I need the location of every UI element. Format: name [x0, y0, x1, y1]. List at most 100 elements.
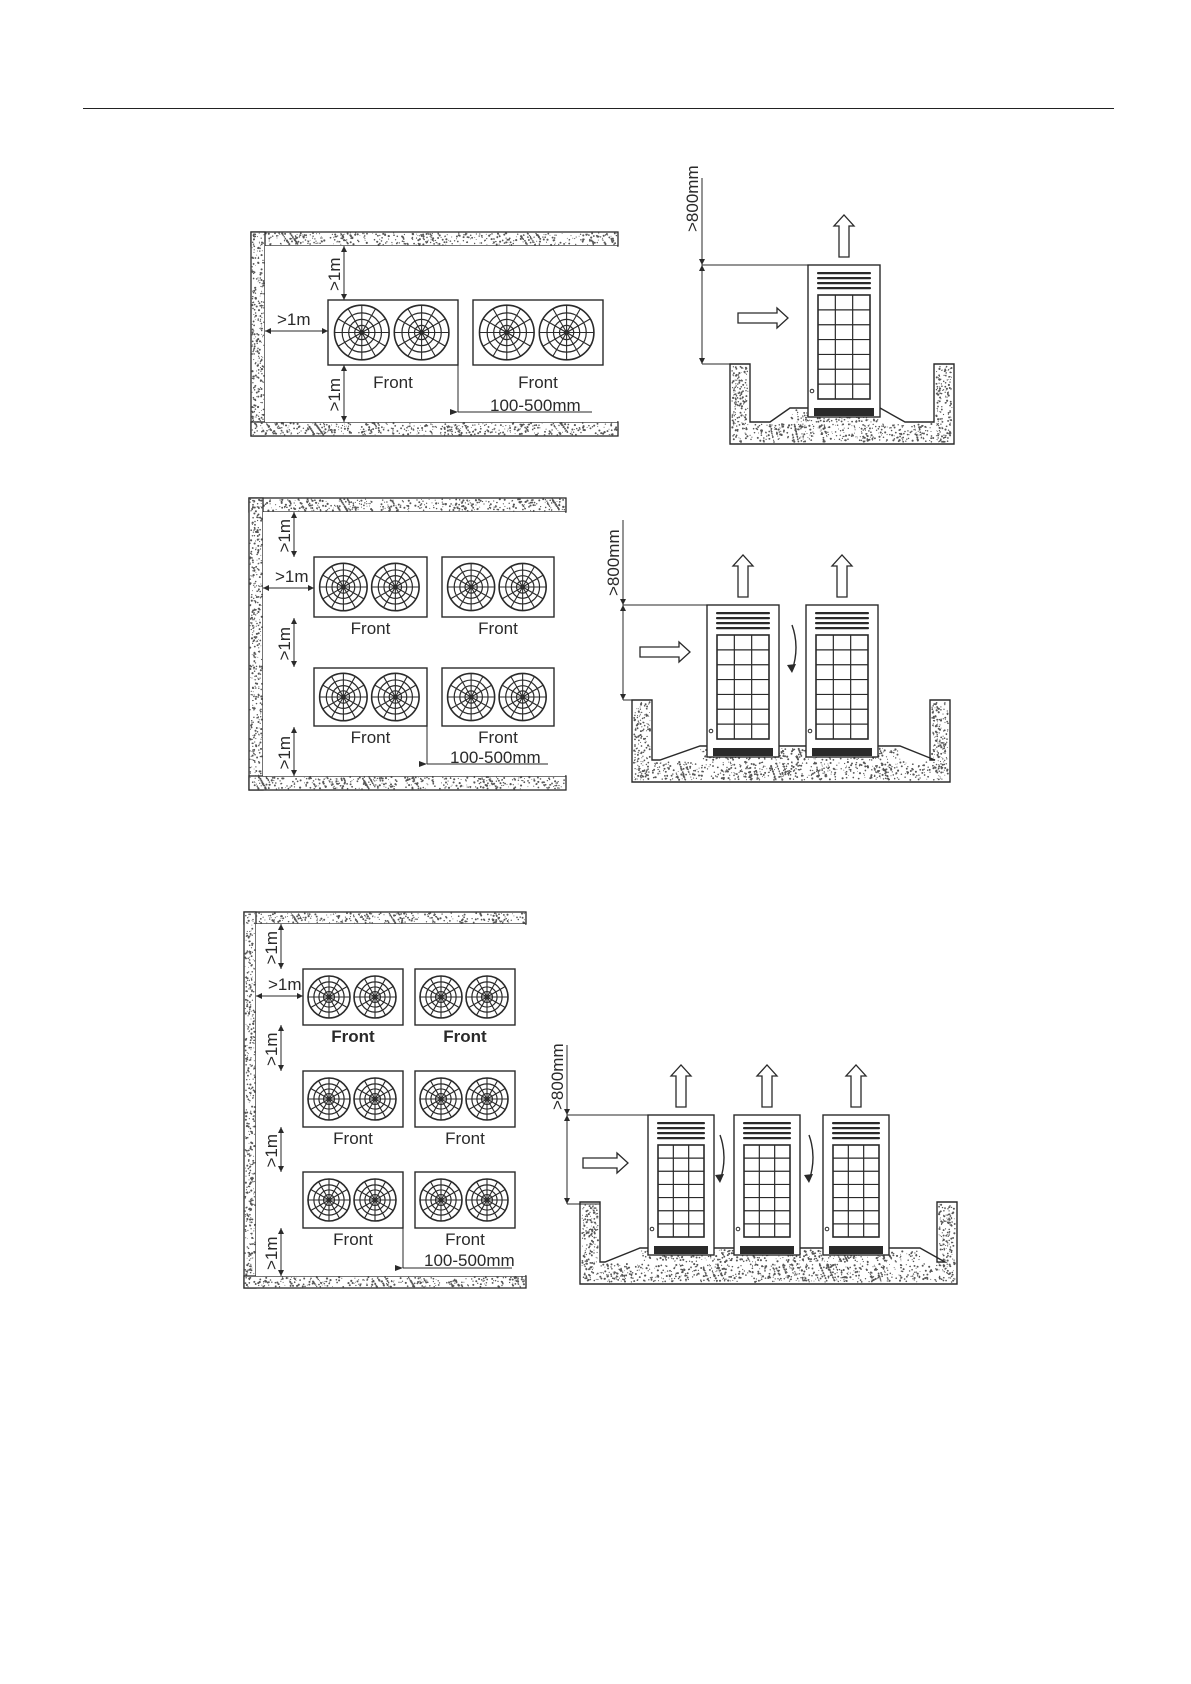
- front-label: Front: [373, 373, 413, 392]
- arrow-icon: [733, 555, 753, 597]
- wall-bottom: [251, 422, 618, 436]
- fan-grille-icon: [354, 1078, 396, 1120]
- front-label: Front: [351, 728, 391, 747]
- outdoor-unit-top: [303, 1172, 403, 1228]
- fan-grille-icon: [320, 673, 367, 720]
- outdoor-unit-top: [303, 969, 403, 1025]
- spacing-label: 100-500mm: [424, 1251, 515, 1270]
- clearance-800-label: >800mm: [604, 529, 623, 596]
- outdoor-unit-top: [415, 1071, 515, 1127]
- outdoor-unit-side: [808, 265, 880, 417]
- arrow-icon: [757, 1065, 777, 1107]
- layout-one-row: Front Front >1m >1m >1m 100-500mm: [251, 232, 618, 436]
- spacing-label: 100-500mm: [490, 396, 581, 415]
- front-label: Front: [443, 1027, 487, 1046]
- arrow-icon: [640, 642, 690, 662]
- clearance-vertical-label: >1m: [262, 1032, 281, 1066]
- fan-grille-icon: [499, 563, 546, 610]
- wall-top: [249, 498, 566, 512]
- outdoor-unit-top: [314, 557, 427, 617]
- fan-grille-icon: [466, 1179, 508, 1221]
- outdoor-unit-side: [648, 1115, 714, 1255]
- clearance-800-label: >800mm: [548, 1043, 567, 1110]
- outdoor-unit-side: [707, 605, 779, 757]
- clearance-left-label: >1m: [275, 567, 309, 586]
- wall-left: [249, 498, 263, 790]
- wall-top: [251, 232, 618, 246]
- elevation-one-unit: >800mm: [683, 165, 954, 444]
- wall-left: [244, 912, 256, 1288]
- outdoor-unit-top: [415, 1172, 515, 1228]
- front-label: Front: [333, 1129, 373, 1148]
- outdoor-unit-top: [328, 300, 458, 365]
- front-label: Front: [445, 1230, 485, 1249]
- airflow-curved-arrow: [804, 1135, 813, 1183]
- outdoor-unit-top: [303, 1071, 403, 1127]
- wall-left: [251, 232, 265, 436]
- elevation-two-units: >800mm: [604, 520, 950, 782]
- outdoor-unit-top: [473, 300, 603, 365]
- clearance-vertical-label: >1m: [262, 1236, 281, 1270]
- arrow-icon: [583, 1153, 628, 1173]
- fan-grille-icon: [420, 1179, 462, 1221]
- wall-top: [244, 912, 526, 924]
- wall-bottom: [249, 776, 566, 790]
- clearance-vertical-label: >1m: [325, 257, 344, 291]
- front-label: Front: [478, 728, 518, 747]
- arrow-icon: [671, 1065, 691, 1107]
- fan-grille-icon: [320, 563, 367, 610]
- fan-grille-icon: [354, 976, 396, 1018]
- fan-grille-icon: [335, 305, 390, 360]
- outdoor-unit-top: [442, 668, 554, 726]
- airflow-curved-arrow: [787, 625, 796, 673]
- outdoor-unit-top: [415, 969, 515, 1025]
- fan-grille-icon: [308, 1078, 350, 1120]
- front-label: Front: [445, 1129, 485, 1148]
- clearance-vertical-label: >1m: [262, 931, 281, 965]
- clearance-vertical-label: >1m: [325, 378, 344, 412]
- outdoor-unit-side: [806, 605, 878, 757]
- clearance-left-label: >1m: [277, 310, 311, 329]
- clearance-left-label: >1m: [268, 975, 302, 994]
- front-label: Front: [518, 373, 558, 392]
- front-label: Front: [478, 619, 518, 638]
- arrow-icon: [832, 555, 852, 597]
- fan-grille-icon: [539, 305, 594, 360]
- arrow-icon: [738, 308, 788, 328]
- clearance-vertical-label: >1m: [275, 519, 294, 553]
- fan-grille-icon: [466, 976, 508, 1018]
- airflow-curved-arrow: [715, 1135, 724, 1183]
- fan-grille-icon: [372, 563, 419, 610]
- fan-grille-icon: [394, 305, 449, 360]
- front-label: Front: [351, 619, 391, 638]
- clearance-vertical-label: >1m: [275, 627, 294, 661]
- fan-grille-icon: [420, 976, 462, 1018]
- spacing-label: 100-500mm: [450, 748, 541, 767]
- front-label: Front: [331, 1027, 375, 1046]
- fan-grille-icon: [420, 1078, 462, 1120]
- arrow-icon: [846, 1065, 866, 1107]
- wall-bottom: [244, 1276, 526, 1288]
- clearance-800-label: >800mm: [683, 165, 702, 232]
- elevation-three-units: >800mm: [548, 1043, 957, 1284]
- front-label: Front: [333, 1230, 373, 1249]
- fan-grille-icon: [448, 563, 495, 610]
- fan-grille-icon: [448, 673, 495, 720]
- fan-grille-icon: [308, 1179, 350, 1221]
- clearance-vertical-label: >1m: [275, 736, 294, 770]
- fan-grille-icon: [499, 673, 546, 720]
- fan-grille-icon: [308, 976, 350, 1018]
- outdoor-unit-side: [823, 1115, 889, 1255]
- fan-grille-icon: [354, 1179, 396, 1221]
- outdoor-unit-side: [734, 1115, 800, 1255]
- fan-grille-icon: [466, 1078, 508, 1120]
- fan-grille-icon: [372, 673, 419, 720]
- concrete-pit: [632, 700, 950, 782]
- arrow-icon: [834, 215, 854, 257]
- clearance-vertical-label: >1m: [262, 1134, 281, 1168]
- outdoor-unit-top: [314, 668, 427, 726]
